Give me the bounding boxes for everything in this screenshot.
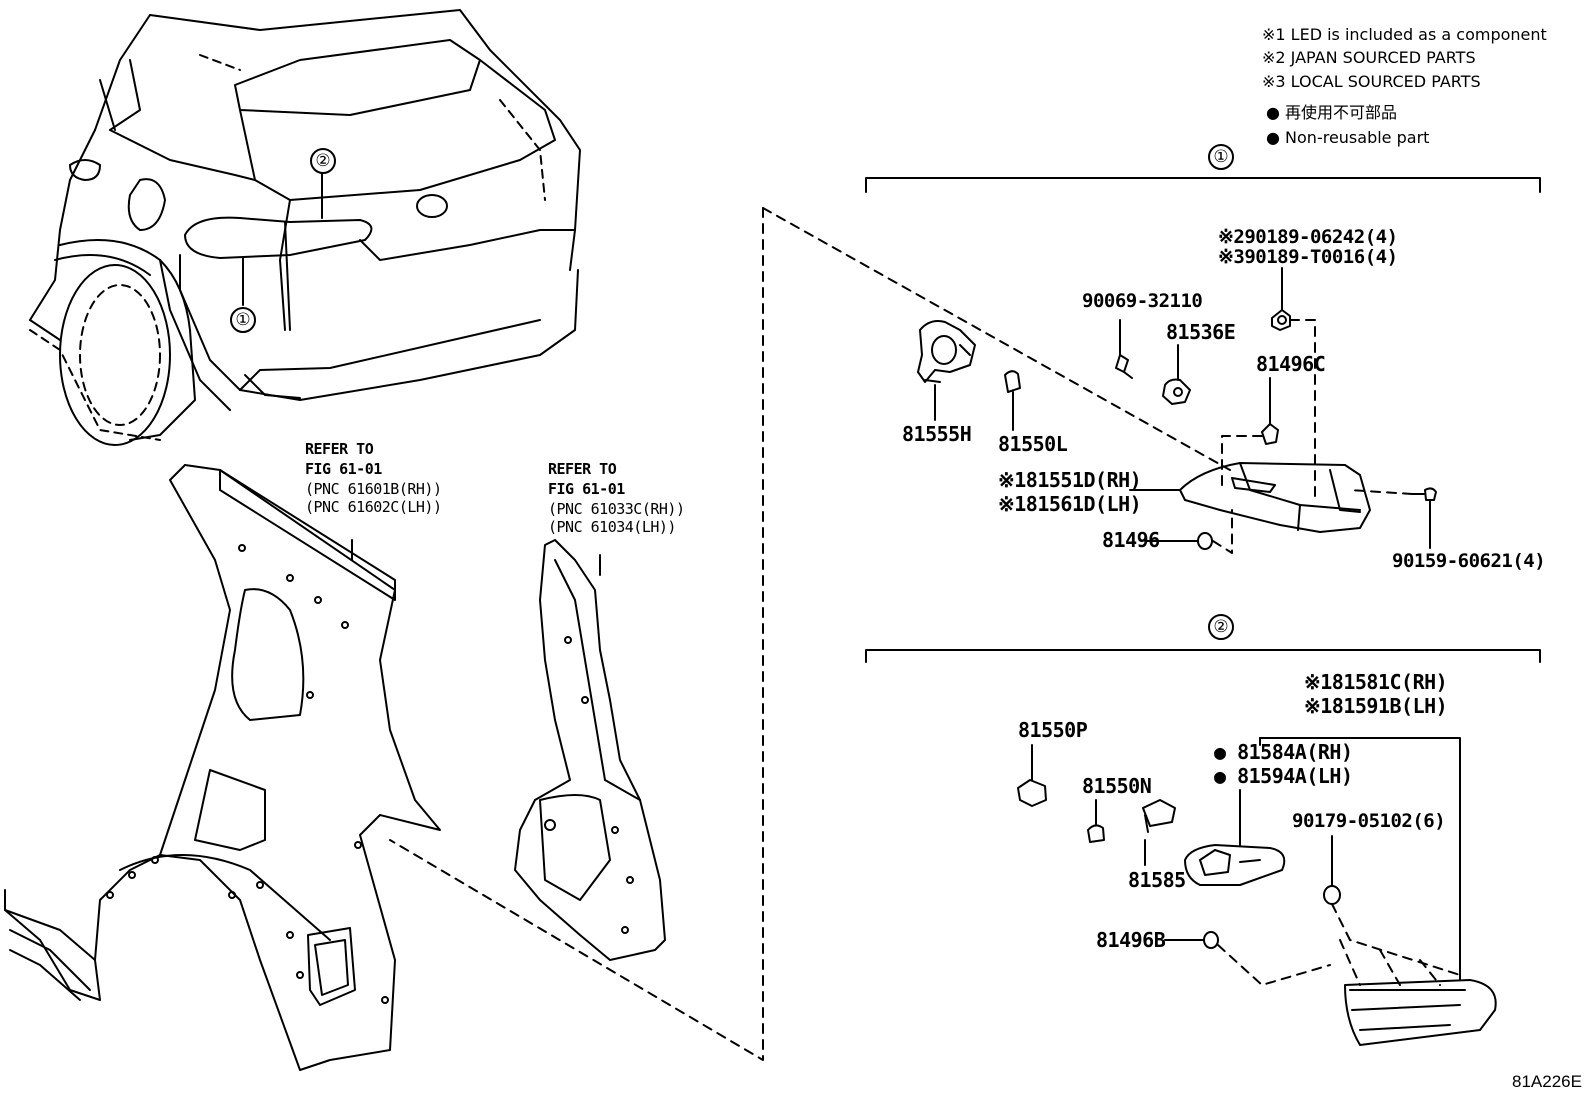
note-led-component: ※1 LED is included as a component: [1262, 25, 1547, 44]
part-81561D-lh: ※181561D(LH): [998, 492, 1142, 516]
part-90069-32110: 90069-32110: [1082, 290, 1203, 312]
section-1-bracket: [865, 177, 1541, 193]
note-japan-sourced: ※2 JAPAN SOURCED PARTS: [1262, 48, 1476, 67]
part-81594A-lh: ● 81594A(LH): [1214, 764, 1353, 788]
quarter-panel-illustration: [4, 464, 441, 1071]
section-2-bracket: [865, 649, 1541, 663]
section-1-label: ①: [1208, 144, 1234, 170]
refer-left-line2: FIG 61-01: [305, 460, 382, 478]
part-81550L: 81550L: [998, 432, 1068, 456]
refer-left-line1: REFER TO: [305, 440, 374, 458]
inner-panel-illustration: [514, 539, 666, 961]
refer-right-line2: FIG 61-01: [548, 480, 625, 498]
part-81550P: 81550P: [1018, 718, 1088, 742]
part-81496B: 81496B: [1096, 928, 1166, 952]
part-81591B-lh: ※181591B(LH): [1304, 694, 1448, 718]
part-81536E: 81536E: [1166, 320, 1236, 344]
note-local-sourced: ※3 LOCAL SOURCED PARTS: [1262, 72, 1481, 91]
callout-1-vehicle: ①: [230, 307, 256, 333]
part-90179-05102: 90179-05102(6): [1292, 810, 1446, 832]
part-81551D-rh: ※181551D(RH): [998, 468, 1142, 492]
refer-right-line1: REFER TO: [548, 460, 617, 478]
note-non-reusable-jp: ● 再使用不可部品: [1266, 103, 1398, 122]
callout-2-vehicle: ②: [310, 148, 336, 174]
part-90189-T0016: ※390189-T0016(4): [1218, 246, 1398, 268]
vehicle-rear-illustration: [29, 9, 581, 446]
zoom-dashed-outline: [389, 207, 764, 1061]
note-non-reusable-en: ● Non-reusable part: [1266, 128, 1430, 147]
section-1-parts: [917, 267, 1437, 554]
section-2-parts: [1017, 737, 1497, 1046]
part-81585: 81585: [1128, 868, 1186, 892]
part-81555H: 81555H: [902, 422, 972, 446]
refer-left-line4: (PNC 61602C(LH)): [305, 498, 442, 516]
part-81550N: 81550N: [1082, 774, 1152, 798]
refer-left-line3: (PNC 61601B(RH)): [305, 480, 442, 498]
refer-right-line3: (PNC 61033C(RH)): [548, 500, 685, 518]
part-81496C: 81496C: [1256, 352, 1326, 376]
part-81496: 81496: [1102, 528, 1160, 552]
part-81584A-rh: ● 81584A(RH): [1214, 740, 1353, 764]
part-90189-06242: ※290189-06242(4): [1218, 226, 1398, 248]
part-90159-60621: 90159-60621(4): [1392, 550, 1546, 572]
part-81581C-rh: ※181581C(RH): [1304, 670, 1448, 694]
refer-right-line4: (PNC 61034(LH)): [548, 518, 676, 536]
figure-code: 81A226E: [1512, 1072, 1582, 1091]
section-2-label: ②: [1208, 614, 1234, 640]
